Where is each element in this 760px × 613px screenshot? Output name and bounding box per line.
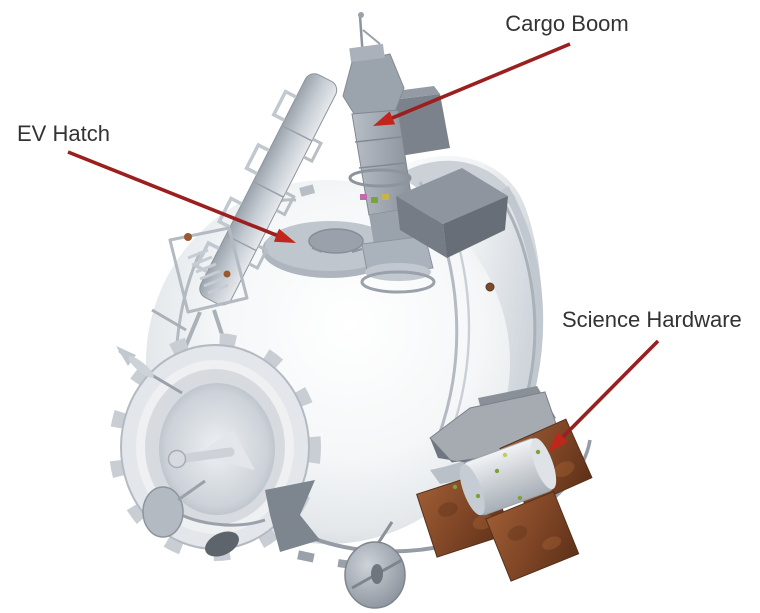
ev-hatch-disc: [262, 221, 398, 278]
port-fitting: [485, 282, 495, 292]
dish-antenna: [344, 521, 406, 609]
cargo-boom-label: Cargo Boom: [505, 11, 629, 36]
anchor-bracket-left: [265, 480, 320, 552]
cargo-boom-structure: [342, 12, 450, 294]
docking-probe: [181, 447, 235, 463]
hardware-cylinder: [459, 438, 557, 516]
ev-hatch-arrowhead: [273, 228, 296, 243]
ev-hatch-arrow-shaft: [67, 150, 281, 239]
ladder-boom-structure: [151, 73, 338, 372]
boom-equipment-box: [392, 94, 450, 156]
equipment-slab: [396, 168, 508, 258]
hatch-opening: [308, 228, 364, 254]
aft-skirt: [430, 418, 545, 484]
science-hardware-assembly: [416, 391, 593, 582]
science-hardware-label: Science Hardware: [562, 307, 742, 332]
science-hardware-arrowhead: [548, 432, 568, 452]
cargo-boom-arrowhead: [373, 111, 396, 126]
paddle-antenna: [142, 486, 184, 538]
cargo-boom-arrow-shaft: [388, 42, 571, 122]
probe-antenna: [116, 346, 183, 395]
science-hardware-arrow-shaft: [558, 339, 660, 442]
ev-hatch-label: EV Hatch: [17, 121, 110, 146]
hardware-box-bottom: [485, 490, 580, 582]
dark-paddle: [205, 531, 239, 557]
boom-head: [342, 53, 405, 118]
